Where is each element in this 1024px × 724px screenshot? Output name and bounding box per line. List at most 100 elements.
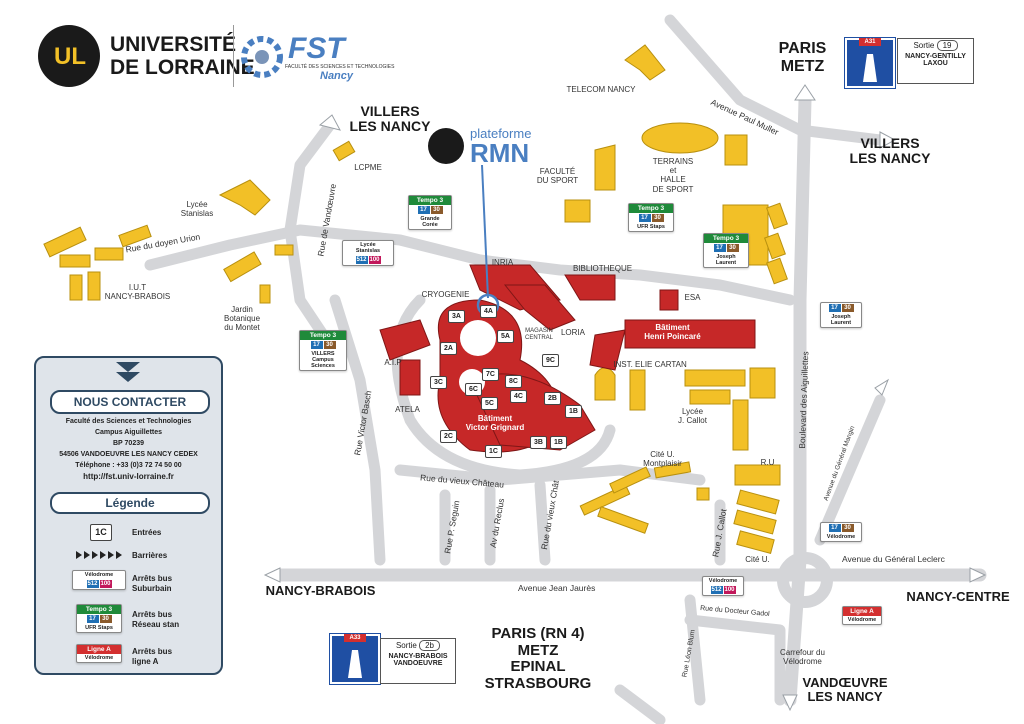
legend-lignea-sample: Ligne A Vélodrome	[76, 644, 122, 664]
rmn-pointer-line	[481, 164, 489, 299]
bus-line-100: 100	[368, 256, 381, 265]
legend-entries-label: Entrées	[132, 528, 162, 537]
dir-paris-metz: PARIS METZ	[778, 40, 827, 75]
fst-name: FST	[288, 32, 345, 65]
a33-tag: A33	[344, 634, 366, 642]
contact-line-2: Campus Aiguillettes	[94, 429, 163, 436]
direction-arrows	[263, 84, 987, 712]
entry-marker: 1C	[485, 445, 502, 458]
bus-stop-ligne-a: Ligne A Vélodrome	[842, 606, 882, 626]
legend-stan-label: Arrêts bus Réseau stan	[132, 610, 180, 629]
label-carrefour: Carrefour du Vélodrome	[780, 648, 825, 667]
dir-paris-rn4: PARIS (RN 4) METZ EPINAL STRASBOURG	[484, 625, 592, 692]
entry-marker: 1B	[550, 436, 567, 449]
legend-tempo-stop: UFR Staps	[85, 625, 113, 631]
a31-tag: A31	[859, 38, 881, 46]
label-lcpme: LCPME	[354, 163, 382, 172]
entry-marker: 2B	[544, 392, 561, 405]
contact-line-3: BP 70239	[112, 440, 144, 447]
contact-info: Faculté des Sciences et Technologies Cam…	[40, 416, 217, 482]
label-atela: ATELA	[395, 405, 420, 414]
entry-marker: 6C	[465, 383, 482, 396]
label-bat-henri-poincare: Bâtiment Henri Poincaré	[644, 323, 701, 341]
dir-nancy-centre: NANCY-CENTRE	[906, 589, 1010, 604]
label-lycee-callot: Lycée J. Callot	[678, 407, 707, 426]
entry-marker: 9C	[542, 354, 559, 367]
bus-line-30: 30	[430, 206, 443, 214]
label-inria: INRIA	[491, 258, 514, 267]
legend-entry-sample: 1C	[90, 524, 112, 541]
univ-name-line1: UNIVERSITÉ	[110, 33, 237, 56]
entry-marker: 4A	[480, 305, 497, 318]
legend-tempo-head: Tempo 3	[77, 605, 121, 614]
bus-stop-name: VILLERS Campus Sciences	[311, 351, 335, 370]
legend-barrieres-label: Barrières	[132, 551, 168, 560]
legend-lignea-head: Ligne A	[77, 645, 121, 654]
entry-marker: 2A	[440, 342, 457, 355]
street-general-leclerc: Avenue du Général Leclerc	[842, 554, 945, 564]
univ-name-line2: DE LORRAINE	[110, 56, 255, 79]
header-divider	[233, 25, 234, 87]
a33-sortie-dest: NANCY-BRABOIS VANDOEUVRE	[388, 653, 448, 667]
road-network	[144, 14, 987, 724]
entry-marker: 3B	[530, 436, 547, 449]
bus-line-100: 100	[723, 586, 736, 595]
legend-sub-stop: Vélodrome	[84, 572, 114, 578]
dir-villers-left: VILLERS LES NANCY	[349, 103, 431, 135]
fst-city: Nancy	[320, 70, 354, 82]
label-terrains: TERRAINS et HALLE DE SPORT	[652, 157, 694, 194]
label-aip: A.I.P	[384, 358, 402, 367]
bus-stop-name: Grande Corée	[420, 216, 440, 229]
legend-title: Légende	[50, 492, 210, 514]
universite-lorraine-logo: UL	[38, 25, 100, 87]
barrier-icon	[76, 551, 122, 559]
highway-icon	[863, 54, 877, 82]
a33-sortie-num: 2b	[419, 640, 441, 651]
label-magasin: MAGASIN CENTRAL	[524, 328, 553, 341]
bus-stop-name: UFR Staps	[637, 224, 665, 230]
bus-line-512: 512	[710, 586, 723, 595]
rmn-line2: RMN	[470, 138, 530, 168]
a31-sortie-label: Sortie	[913, 41, 935, 50]
entry-marker: 3C	[430, 376, 447, 389]
bus-line-17: 17	[86, 615, 99, 623]
bus-line-17: 17	[713, 244, 726, 252]
a33-sortie-label: Sortie	[395, 641, 417, 650]
contact-legend-panel: NOUS CONTACTER Faculté des Sciences et T…	[34, 356, 223, 675]
bus-line-30: 30	[99, 615, 112, 623]
entry-marker: 5C	[481, 397, 498, 410]
contact-website[interactable]: http://fst.univ-lorraine.fr	[83, 472, 174, 481]
university-buildings	[379, 264, 756, 453]
chevron-down-icon	[116, 362, 140, 382]
contact-title: NOUS CONTACTER	[50, 390, 210, 414]
bus-line-30: 30	[726, 244, 739, 252]
bus-stop-name: Joseph Laurent	[715, 254, 737, 267]
bus-line-17: 17	[310, 341, 323, 349]
bus-stop-name: Joseph Laurent	[830, 314, 852, 327]
fst-gear-icon	[241, 36, 283, 78]
highway-icon	[348, 650, 362, 678]
label-loria: LORIA	[560, 328, 585, 337]
label-lycee-stanislas: Lycée Stanislas	[180, 200, 214, 219]
dir-vandoeuvre: VANDŒUVRE LES NANCY	[802, 675, 888, 705]
bus-stop-name: Vélodrome	[847, 617, 877, 623]
contact-line-1: Faculté des Sciences et Technologies	[65, 418, 192, 425]
contact-line-4: 54506 VANDOEUVRE LES NANCY CEDEX	[59, 451, 198, 458]
bus-line-30: 30	[841, 524, 854, 532]
legend-lignea-stop: Vélodrome	[84, 655, 114, 661]
label-jardin: Jardin Botanique du Montet	[223, 305, 261, 333]
entry-marker: 1B	[565, 405, 582, 418]
bus-line-17: 17	[828, 524, 841, 532]
bus-line-30: 30	[323, 341, 336, 349]
fst-subtitle: FACULTÉ DES SCIENCES ET TECHNOLOGIES	[285, 64, 395, 70]
label-bibliotheque: BIBLIOTHEQUE	[572, 264, 633, 273]
